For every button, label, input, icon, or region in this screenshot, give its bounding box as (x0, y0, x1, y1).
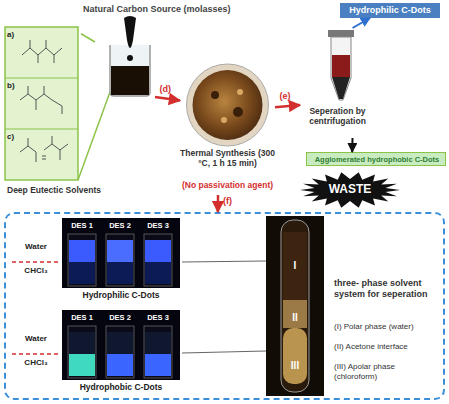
water-phase (107, 332, 133, 354)
node-label: (III) Apolar phase (chloroform) (334, 362, 440, 381)
flow-arrow (155, 97, 180, 101)
molasses-drip (124, 16, 136, 48)
separation-panel: three- phase solvent system for seperati… (4, 212, 445, 400)
node-label: Thermal Synthesis (300 °C, 1 h 15 min) (180, 148, 275, 168)
waste-box: Agglomerated hydrophobic C-Dots (306, 152, 446, 166)
node-label: b) (7, 81, 27, 91)
synthesis-dish: Thermal Synthesis (300 °C, 1 h 15 min) (N… (180, 60, 275, 195)
node-label: Hydrophobic C-Dots (62, 382, 180, 392)
molasses-liquid (111, 66, 149, 95)
node-label: II (266, 312, 324, 324)
residue-speck (237, 89, 243, 95)
flow-arrow (182, 261, 266, 262)
carbon-residue (193, 70, 263, 140)
vial (106, 326, 134, 378)
node-label: CHCl₃ (12, 266, 60, 276)
solvent-panel: a)b)c)Deep Eutectic Solvents (3, 25, 81, 200)
chloroform-phase (69, 354, 95, 376)
water-phase (145, 332, 171, 354)
sediment (332, 77, 350, 99)
guide-line (78, 92, 110, 180)
step-label: (d) (160, 84, 172, 94)
node-label: Water (12, 242, 60, 252)
vial-photo (62, 218, 180, 288)
node-label: three- phase solvent system for seperati… (334, 278, 440, 300)
flow-arrow (275, 105, 300, 107)
node-label: (No passivation agent) (180, 180, 275, 190)
node-label: Seperation by centrifugation (300, 106, 375, 126)
waste-starburst: WASTE (300, 172, 400, 208)
node-label: DES 3 (144, 221, 172, 230)
chloroform-phase (107, 354, 133, 376)
node-label: Deep Eutectic Solvents (7, 185, 127, 195)
molasses-drop (127, 55, 133, 61)
vial (68, 326, 96, 378)
residue-speck (211, 91, 219, 99)
starburst-shape (300, 172, 400, 207)
beaker-node: Natural Carbon Source (molasses) (95, 2, 155, 102)
product-box: Hydrophilic C-Dots (340, 3, 440, 18)
node-label: DES 2 (106, 221, 134, 230)
node-label: DES 3 (144, 313, 172, 322)
node-label: c) (7, 132, 27, 142)
chloroform-phase (107, 262, 133, 284)
flow-arrow (353, 18, 371, 28)
centrifuge-tube (331, 37, 351, 100)
node-label: a) (7, 30, 27, 40)
node-label: Water (12, 334, 60, 344)
vial (68, 234, 96, 286)
molecule-structure (22, 40, 62, 63)
node-label: DES 1 (68, 221, 96, 230)
molecule-structure (20, 136, 68, 162)
node-label: Agglomerated hydrophobic C-Dots (307, 155, 447, 164)
step-label: (e) (280, 91, 291, 101)
flow-arrow (351, 138, 353, 152)
chloroform-phase (69, 262, 95, 284)
node-label: III (266, 360, 324, 372)
vial-photo-node: WaterCHCl₃ DES 1 DES 2 DES 3 Hydrophobic C-D… (12, 310, 182, 396)
vial (144, 234, 172, 286)
petri-dish (187, 64, 269, 146)
step-label: (f) (223, 196, 232, 206)
interface-line (12, 261, 60, 263)
chloroform-phase (145, 354, 171, 376)
vial-photo-node: WaterCHCl₃ DES 1 DES 2 DES 3 Hydrophilic C-D… (12, 218, 182, 306)
water-phase (145, 240, 171, 262)
des-panel (5, 27, 78, 180)
panel-divider (5, 129, 78, 130)
tube-photo (266, 216, 324, 396)
water-phase (69, 240, 95, 262)
vial (144, 326, 172, 378)
node-label: (II) Acetone interface (334, 342, 440, 352)
flow-arrow (182, 351, 266, 353)
node-label: Hydrophilic C-Dots (62, 290, 180, 300)
residue-speck (233, 107, 243, 117)
node-label: I (266, 260, 324, 272)
node-label: Hydrophilic C-Dots (340, 5, 440, 16)
vial-photo (62, 310, 180, 380)
apolar-phase (283, 328, 307, 384)
tube-photo-node: IIIIII (266, 216, 324, 396)
centrifuge-node: Seperation by centrifugation (300, 28, 375, 138)
interface-line (12, 353, 60, 355)
vial (106, 234, 134, 286)
water-phase (69, 332, 95, 354)
residue-speck (221, 117, 227, 123)
water-phase (107, 240, 133, 262)
node-label: DES 1 (68, 313, 96, 322)
panel-divider (5, 78, 78, 79)
flow-arrow (81, 34, 95, 42)
node-label: (I) Polar phase (water) (334, 322, 440, 332)
chloroform-phase (145, 262, 171, 284)
molecule-structure (20, 86, 62, 114)
node-label: DES 2 (106, 313, 134, 322)
node-label: WASTE (300, 182, 400, 196)
tube-cap (328, 30, 354, 37)
node-label: Natural Carbon Source (molasses) (83, 4, 243, 15)
flow-arrow (217, 195, 220, 212)
supernatant (332, 55, 350, 77)
node-label: CHCl₃ (12, 358, 60, 368)
beaker (110, 45, 150, 96)
